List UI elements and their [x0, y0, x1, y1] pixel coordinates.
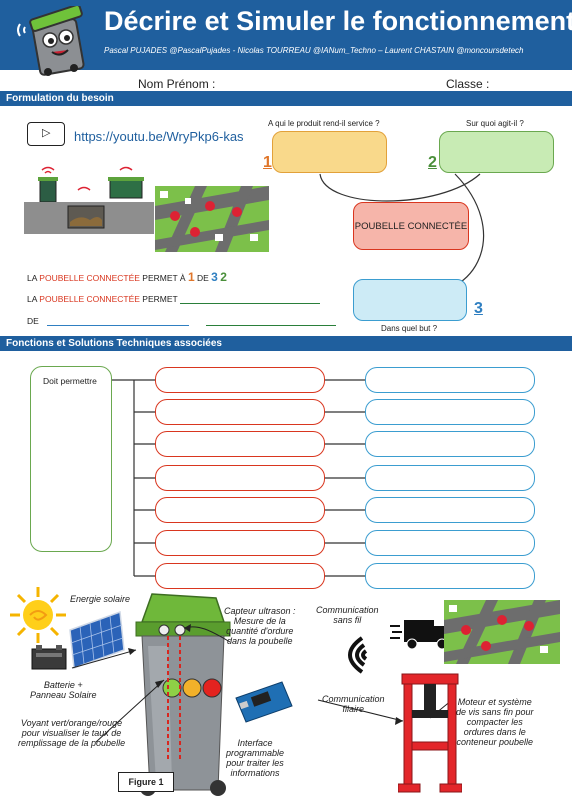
label-batterie: Batterie + Panneau Solaire: [30, 680, 97, 701]
blank-line-3a[interactable]: [47, 325, 190, 326]
function-box-5[interactable]: [155, 497, 325, 523]
smart-trash-bin: [128, 592, 238, 800]
section-title-fonctions: Fonctions et Solutions Techniques associ…: [0, 336, 572, 351]
solution-box-5[interactable]: [365, 497, 535, 523]
blank-line-3b[interactable]: [205, 325, 336, 326]
solution-box-7[interactable]: [365, 563, 535, 589]
number-3: 3: [474, 300, 483, 317]
solution-box-3[interactable]: [365, 431, 535, 457]
name-label: Nom Prénom :: [138, 77, 216, 91]
label-capteur: Capteur ultrason : Mesure de la quantité…: [224, 606, 296, 647]
main-function-box[interactable]: [30, 366, 112, 552]
label-comm-filaire: Communication filaire: [322, 694, 385, 715]
function-box-4[interactable]: [155, 465, 325, 491]
sentence-1: LA POUBELLE CONNECTÉE PERMET À 1 DE 3 2: [27, 270, 227, 284]
answer-box-3[interactable]: [353, 279, 467, 321]
question-who: A qui le produit rend-il service ?: [268, 119, 380, 128]
wireless-signal-icon: [328, 632, 372, 678]
function-box-1[interactable]: [155, 367, 325, 393]
underground-bins-illustration: [24, 162, 154, 234]
solution-box-1[interactable]: [365, 367, 535, 393]
function-box-6[interactable]: [155, 530, 325, 556]
blank-line-2[interactable]: [179, 303, 320, 304]
compactor-press-icon: [397, 672, 463, 794]
sun-icon: [8, 585, 68, 645]
center-box: [353, 202, 469, 250]
main-function-label: Doit permettre: [43, 376, 97, 386]
solution-box-6[interactable]: [365, 530, 535, 556]
number-2: 2: [428, 154, 437, 171]
sentence-3: DE: [27, 316, 336, 326]
solar-panel-icon: [60, 610, 126, 670]
solution-box-2[interactable]: [365, 399, 535, 425]
label-voyant: Voyant vert/orange/rouge pour visualiser…: [18, 718, 126, 749]
answer-box-1[interactable]: [272, 131, 387, 173]
video-play-button[interactable]: ▷: [27, 122, 65, 146]
label-energie-solaire: Energie solaire: [70, 594, 131, 604]
section-title-besoin: Formulation du besoin: [0, 91, 572, 106]
video-link[interactable]: https://youtu.be/WryPkp6-kas: [74, 129, 244, 144]
arduino-board-icon: [232, 680, 296, 724]
function-box-2[interactable]: [155, 399, 325, 425]
city-map-image: [155, 186, 269, 252]
city-map-image-2: [444, 600, 560, 664]
header-banner: [0, 0, 572, 70]
solution-box-4[interactable]: [365, 465, 535, 491]
sentence-2: LA POUBELLE CONNECTÉE PERMET: [27, 294, 320, 304]
answer-box-2[interactable]: [439, 131, 554, 173]
authors-line: Pascal PUJADES @PascalPujades - Nicolas …: [104, 46, 524, 55]
label-comm-sans-fil: Communication sans fil: [316, 605, 379, 626]
label-moteur: Moteur et système de vis sans fin pour c…: [456, 697, 534, 748]
page-title: Décrire et Simuler le fonctionnement: [104, 6, 572, 36]
function-box-3[interactable]: [155, 431, 325, 457]
trash-mascot-logo: [14, 4, 94, 78]
label-interface: Interface programmable pour traiter les …: [226, 738, 285, 779]
question-what: Sur quoi agit-il ?: [466, 119, 524, 128]
number-1: 1: [263, 154, 272, 171]
figure-caption: Figure 1: [118, 772, 174, 792]
class-label: Classe :: [446, 77, 490, 91]
function-tree-lines: [112, 379, 365, 577]
center-box-label: POUBELLE CONNECTÉE: [354, 221, 468, 232]
battery-icon: [30, 643, 68, 671]
play-icon: ▷: [42, 127, 51, 139]
function-box-7[interactable]: [155, 563, 325, 589]
question-why: Dans quel but ?: [381, 324, 438, 333]
